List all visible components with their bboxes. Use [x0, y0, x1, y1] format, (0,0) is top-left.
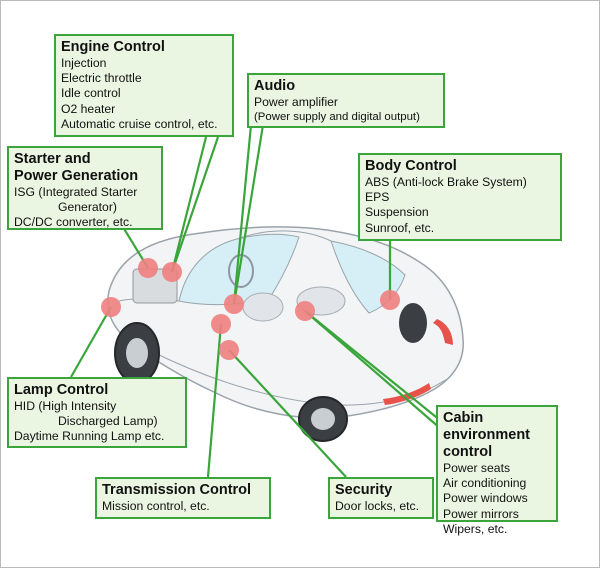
front-wheel-hub [126, 338, 148, 368]
cabin-item: Power windows [443, 491, 528, 506]
transmission-item: Mission control, etc. [102, 499, 210, 513]
engine-control-title: Engine Control [61, 39, 165, 55]
cabin-box: Cabin environment control Power seats Ai… [436, 405, 558, 536]
marker-body [380, 290, 400, 310]
lamp-control-item: Discharged Lamp) [58, 414, 158, 429]
rear-wheel-hub [311, 408, 335, 430]
body-control-item: Suspension [365, 205, 429, 220]
connector-cabin-2 [304, 310, 442, 430]
engine-control-item: Injection [61, 56, 107, 70]
marker-engine [162, 262, 182, 282]
transmission-box: Transmission Control Mission control, et… [95, 477, 271, 519]
engine-control-item: Electric throttle [61, 71, 142, 86]
connector-transmission [206, 323, 223, 478]
lamp-control-box: Lamp Control HID (High Intensity Dischar… [7, 377, 187, 448]
engine-control-item: Idle control [61, 86, 121, 101]
rear-right-wheel [399, 303, 427, 343]
body-control-box: Body Control ABS (Anti-lock Brake System… [358, 153, 562, 241]
connector-engine [170, 136, 220, 273]
marker-cabin [295, 301, 315, 321]
starter-box: Starter and Power Generation ISG (Integr… [7, 146, 163, 230]
body-control-item: EPS [365, 190, 390, 205]
connector-audio-2 [232, 124, 253, 305]
connector-lamp [70, 306, 112, 378]
lamp-control-title: Lamp Control [14, 382, 109, 398]
marker-lamp [101, 297, 121, 317]
marker-security [219, 340, 239, 360]
security-item: Door locks, etc. [335, 499, 419, 513]
starter-title: Starter and [14, 151, 91, 167]
body-control-item: Sunroof, etc. [365, 220, 435, 235]
security-title: Security [335, 482, 393, 498]
marker-transmission [211, 314, 231, 334]
engine-control-box: Engine Control Injection Electric thrott… [54, 34, 234, 137]
connector-security [228, 349, 347, 478]
tail-lamp [433, 319, 453, 345]
engine-control-item: Automatic cruise control, etc. [61, 116, 218, 131]
connector-engine-2 [170, 136, 208, 273]
starter-item: Generator) [58, 200, 117, 215]
marker-audio [224, 294, 244, 314]
cabin-title: Cabin environment [443, 410, 531, 443]
audio-item: (Power supply and digital output) [254, 111, 420, 124]
body-control-item: ABS (Anti-lock Brake System) [365, 175, 527, 189]
audio-title: Audio [254, 78, 296, 94]
security-box: Security Door locks, etc. [328, 477, 434, 519]
cabin-item: Power seats [443, 461, 511, 475]
lamp-control-item: Daytime Running Lamp etc. [14, 429, 165, 444]
connector-audio [232, 124, 265, 305]
audio-box: Audio Power amplifier (Power supply and … [247, 73, 445, 128]
audio-item: Power amplifier [254, 95, 338, 109]
transmission-title: Transmission Control [102, 482, 252, 498]
seat-front [242, 292, 284, 322]
cabin-item: Power mirrors [443, 506, 519, 521]
body-control-title: Body Control [365, 158, 457, 174]
roof-line [236, 230, 332, 242]
marker-starter [138, 258, 158, 278]
cabin-item: Wipers, etc. [443, 521, 508, 536]
engine-control-item: O2 heater [61, 101, 116, 116]
cabin-title: control [443, 444, 493, 460]
lamp-control-item: HID (High Intensity [14, 399, 117, 413]
starter-item: DC/DC converter, etc. [14, 215, 133, 230]
cabin-item: Air conditioning [443, 476, 527, 491]
starter-item: ISG (Integrated Starter [14, 185, 138, 199]
starter-title: Power Generation [14, 168, 139, 184]
